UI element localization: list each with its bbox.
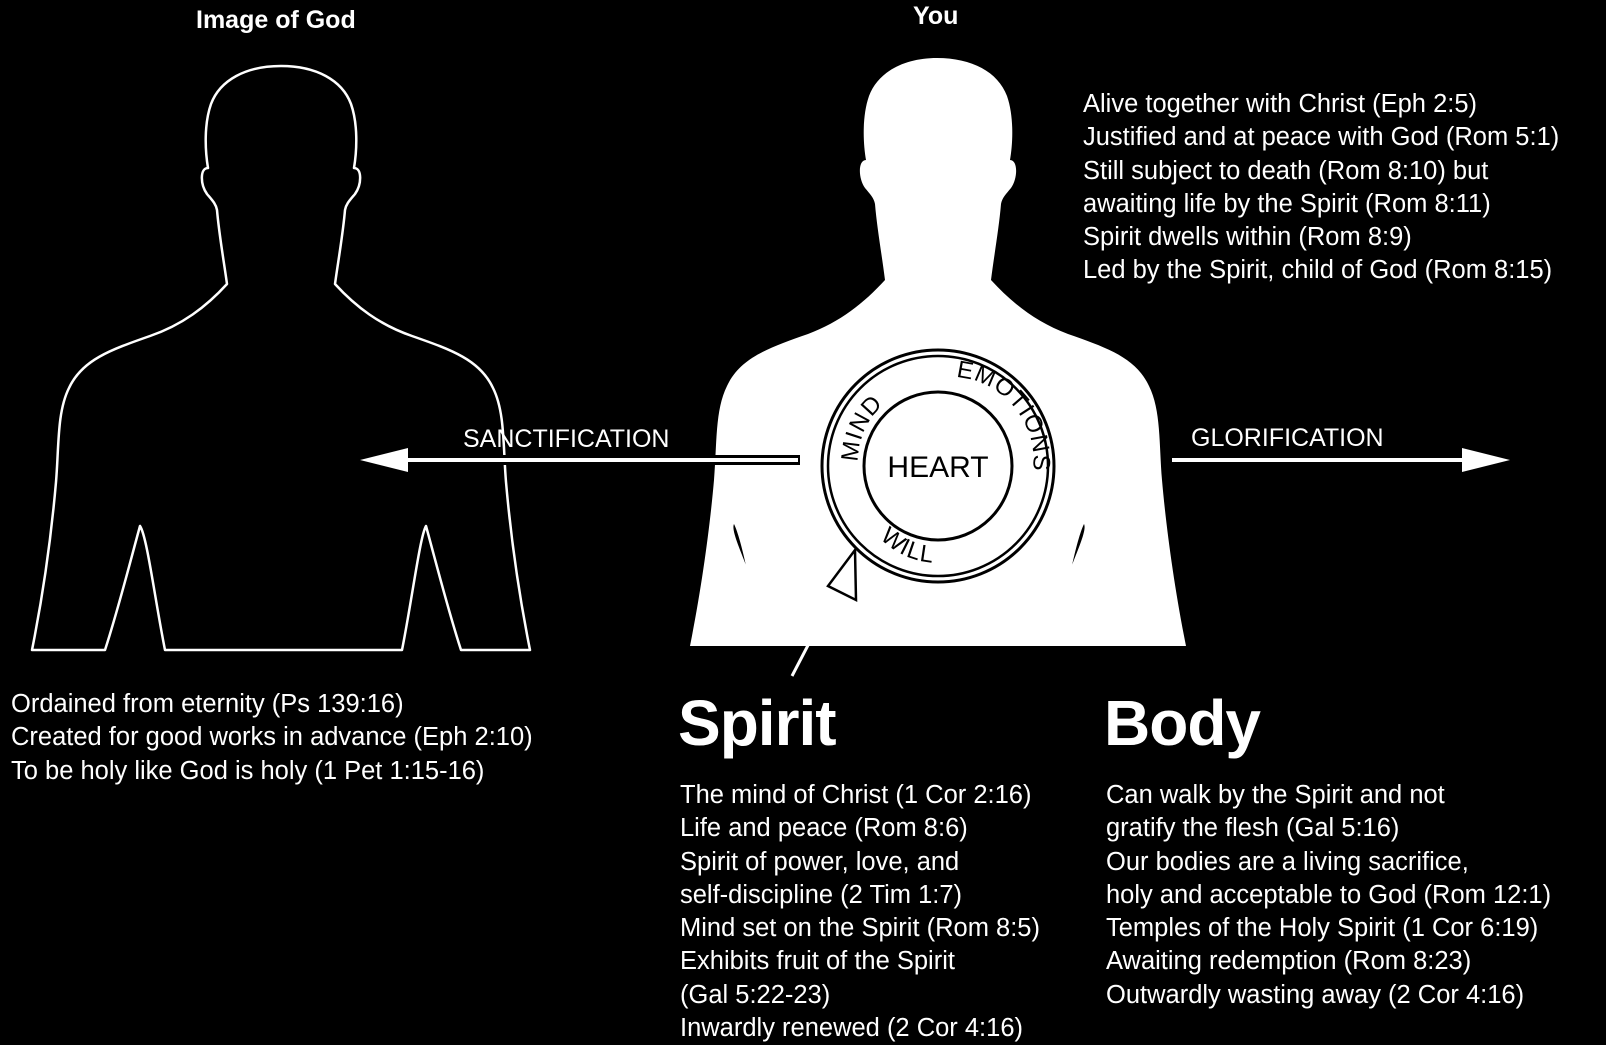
body-heading: Body bbox=[1104, 688, 1260, 758]
list-item: Created for good works in advance (Eph 2… bbox=[11, 721, 533, 754]
spirit-description-list: The mind of Christ (1 Cor 2:16) Life and… bbox=[680, 779, 1040, 1045]
list-item: Led by the Spirit, child of God (Rom 8:1… bbox=[1083, 254, 1559, 287]
list-item: Spirit of power, love, and bbox=[680, 846, 1040, 879]
sanctification-label: SANCTIFICATION bbox=[463, 425, 669, 454]
list-item: The mind of Christ (1 Cor 2:16) bbox=[680, 779, 1040, 812]
you-title: You bbox=[913, 2, 958, 31]
list-item: Awaiting redemption (Rom 8:23) bbox=[1106, 945, 1551, 978]
list-item: gratify the flesh (Gal 5:16) bbox=[1106, 812, 1551, 845]
list-item: Justified and at peace with God (Rom 5:1… bbox=[1083, 121, 1559, 154]
list-item: Can walk by the Spirit and not bbox=[1106, 779, 1551, 812]
image-of-god-description-list: Ordained from eternity (Ps 139:16) Creat… bbox=[11, 688, 533, 788]
image-of-god-silhouette bbox=[32, 66, 530, 650]
glorification-arrowhead bbox=[1462, 448, 1510, 472]
list-item: holy and acceptable to God (Rom 12:1) bbox=[1106, 879, 1551, 912]
spirit-heading: Spirit bbox=[678, 688, 836, 758]
list-item: Our bodies are a living sacrifice, bbox=[1106, 846, 1551, 879]
you-description-list: Alive together with Christ (Eph 2:5) Jus… bbox=[1083, 88, 1559, 288]
sanctification-arrowhead bbox=[360, 448, 408, 472]
list-item: To be holy like God is holy (1 Pet 1:15-… bbox=[11, 755, 533, 788]
list-item: Exhibits fruit of the Spirit bbox=[680, 945, 1040, 978]
list-item: (Gal 5:22-23) bbox=[680, 979, 1040, 1012]
list-item: Inwardly renewed (2 Cor 4:16) bbox=[680, 1012, 1040, 1045]
list-item: Life and peace (Rom 8:6) bbox=[680, 812, 1040, 845]
list-item: Temples of the Holy Spirit (1 Cor 6:19) bbox=[1106, 912, 1551, 945]
image-of-god-title: Image of God bbox=[196, 6, 356, 35]
list-item: Alive together with Christ (Eph 2:5) bbox=[1083, 88, 1559, 121]
list-item: Ordained from eternity (Ps 139:16) bbox=[11, 688, 533, 721]
list-item: self-discipline (2 Tim 1:7) bbox=[680, 879, 1040, 912]
list-item: Still subject to death (Rom 8:10) but bbox=[1083, 155, 1559, 188]
body-description-list: Can walk by the Spirit and not gratify t… bbox=[1106, 779, 1551, 1012]
glorification-label: GLORIFICATION bbox=[1191, 424, 1384, 453]
list-item: Spirit dwells within (Rom 8:9) bbox=[1083, 221, 1559, 254]
list-item: awaiting life by the Spirit (Rom 8:11) bbox=[1083, 188, 1559, 221]
heart-label: HEART bbox=[887, 451, 988, 484]
list-item: Mind set on the Spirit (Rom 8:5) bbox=[680, 912, 1040, 945]
list-item: Outwardly wasting away (2 Cor 4:16) bbox=[1106, 979, 1551, 1012]
